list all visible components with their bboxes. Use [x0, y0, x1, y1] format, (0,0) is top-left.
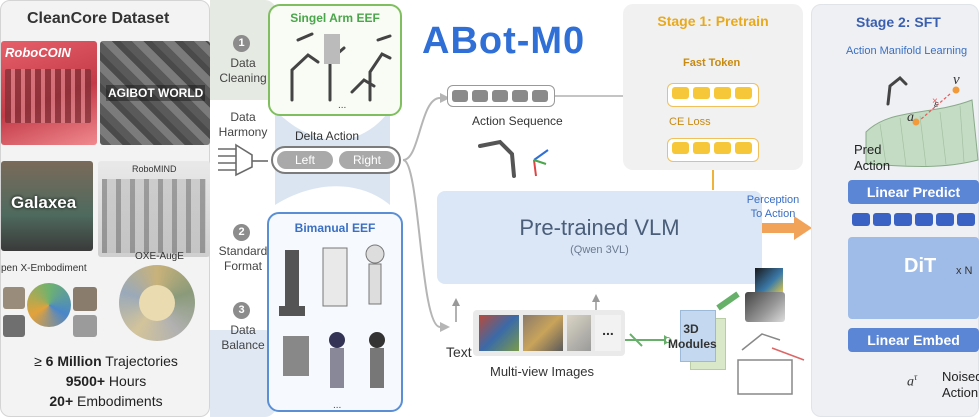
dit-block: DiT x N — [848, 237, 979, 319]
action-sequence-token-bar — [447, 85, 555, 107]
robocoin-robots-image — [5, 69, 91, 123]
multiview-images-label: Multi-view Images — [490, 364, 595, 379]
view-image-3 — [567, 315, 591, 351]
epsilon-symbol: ε — [934, 98, 939, 110]
dit-label: DiT — [904, 255, 937, 277]
vlm-subtitle: (Qwen 3VL) — [570, 244, 629, 256]
funnel-shapes — [210, 0, 390, 417]
dataset-panel: CleanCore Dataset RoboCOIN AGIBOT WORLD … — [0, 0, 210, 417]
step-standard-format-label: Standard Format — [218, 244, 268, 273]
robocoin-label: RoboCOIN — [5, 45, 71, 60]
delta-action-box: Left Right — [271, 146, 401, 174]
agibot-label: AGIBOT WORLD — [106, 85, 206, 101]
single-arm-robots-image: ... — [290, 32, 392, 110]
module-3d-front-layer — [680, 310, 716, 362]
depth-view-image — [755, 268, 783, 292]
action-manifold-illustration: × — [865, 75, 979, 167]
fast-token-bar — [667, 83, 759, 107]
multiview-images-strip: ... — [473, 310, 625, 356]
delta-action-title: Delta Action — [295, 129, 360, 143]
bimanual-robots-image: ... — [279, 244, 385, 410]
vlm-title: Pre-trained VLM — [519, 215, 680, 240]
stat-embodiments: 20+ Embodiments — [49, 393, 163, 409]
text-input-label: Text — [446, 344, 472, 360]
a-symbol: a — [907, 110, 914, 125]
step-data-balance-label: Data Balance — [221, 323, 265, 352]
pred-action-label: Pred Action — [854, 142, 891, 173]
robot-arm-action-image — [478, 139, 549, 178]
perception-to-action-label: Perception To Action — [746, 194, 800, 220]
robocoin-thumbnail: RoboCOIN — [1, 41, 97, 145]
bimanual-title: Bimanual EEF — [294, 221, 376, 235]
galaxea-label: Galaxea — [11, 193, 77, 212]
ce-loss-label: CE Loss — [669, 116, 711, 128]
dataset-title: CleanCore Dataset — [27, 10, 170, 27]
robomind-robots-image — [102, 179, 206, 253]
modules-3d-label: 3D Modules — [668, 322, 717, 351]
harmony-funnel-icon — [218, 143, 268, 177]
bimanual-box: Bimanual EEF ... — [267, 212, 403, 412]
stat-trajectories: ≥ 6 Million Trajectories — [34, 353, 178, 369]
view-image-1 — [479, 315, 519, 351]
step-1-badge: 1 — [233, 35, 250, 52]
stage2-subtitle: Action Manifold Learning — [846, 45, 968, 57]
vlm-box: Pre-trained VLM (Qwen 3VL) — [437, 191, 762, 284]
step-data-harmony-label: Data Harmony — [218, 110, 268, 139]
stage2-title: Stage 2: SFT — [856, 14, 941, 30]
single-arm-box: Singel Arm EEF ... — [268, 4, 402, 116]
delta-right-pill: Right — [339, 151, 395, 169]
a-tau-symbol: aτ — [907, 372, 918, 390]
oxe-auge-label: OXE-AugE — [135, 251, 184, 262]
more-views: ... — [595, 315, 621, 351]
action-sequence-label: Action Sequence — [472, 114, 563, 128]
dataset-stats: ≥ 6 Million Trajectories 9500+ Hours 20+… — [1, 351, 211, 411]
robot-3d-scene-image — [737, 333, 805, 395]
point-cloud-image — [745, 292, 785, 322]
stage1-box: Stage 1: Pretrain Fast Token CE Loss — [623, 4, 803, 170]
svg-text:×: × — [932, 96, 938, 107]
galaxea-thumbnail: Galaxea — [1, 161, 93, 251]
agibot-thumbnail: AGIBOT WORLD — [100, 41, 210, 145]
step-3-badge: 3 — [233, 302, 250, 319]
linear-predict-block: Linear Predict — [848, 180, 979, 204]
view-image-2 — [523, 315, 563, 351]
output-token-row — [848, 211, 979, 229]
svg-text:...: ... — [333, 400, 341, 410]
noised-action-label: Noised Action — [942, 369, 979, 400]
robomind-label: RoboMIND — [132, 164, 177, 174]
robomind-thumbnail: RoboMIND — [98, 161, 210, 257]
oxe-auge-thumbnail — [119, 265, 195, 341]
step-2-badge: 2 — [233, 224, 250, 241]
delta-left-pill: Left — [277, 151, 333, 169]
single-arm-title: Singel Arm EEF — [290, 11, 380, 25]
svg-text:...: ... — [338, 100, 346, 110]
stat-hours: 9500+ Hours — [65, 373, 147, 389]
abot-logo: ABot-M0 — [422, 20, 586, 62]
step-data-cleaning-label: Data Cleaning — [219, 56, 267, 85]
dit-repeat-label: x N — [956, 265, 973, 277]
open-x-thumbnail — [1, 281, 101, 343]
stage1-title: Stage 1: Pretrain — [657, 13, 769, 29]
predicted-token-bar — [667, 138, 759, 162]
open-x-label: pen X-Embodiment — [1, 263, 87, 274]
v-symbol: v — [953, 72, 960, 88]
linear-embed-block: Linear Embed — [848, 328, 979, 352]
fast-token-label: Fast Token — [683, 57, 741, 69]
